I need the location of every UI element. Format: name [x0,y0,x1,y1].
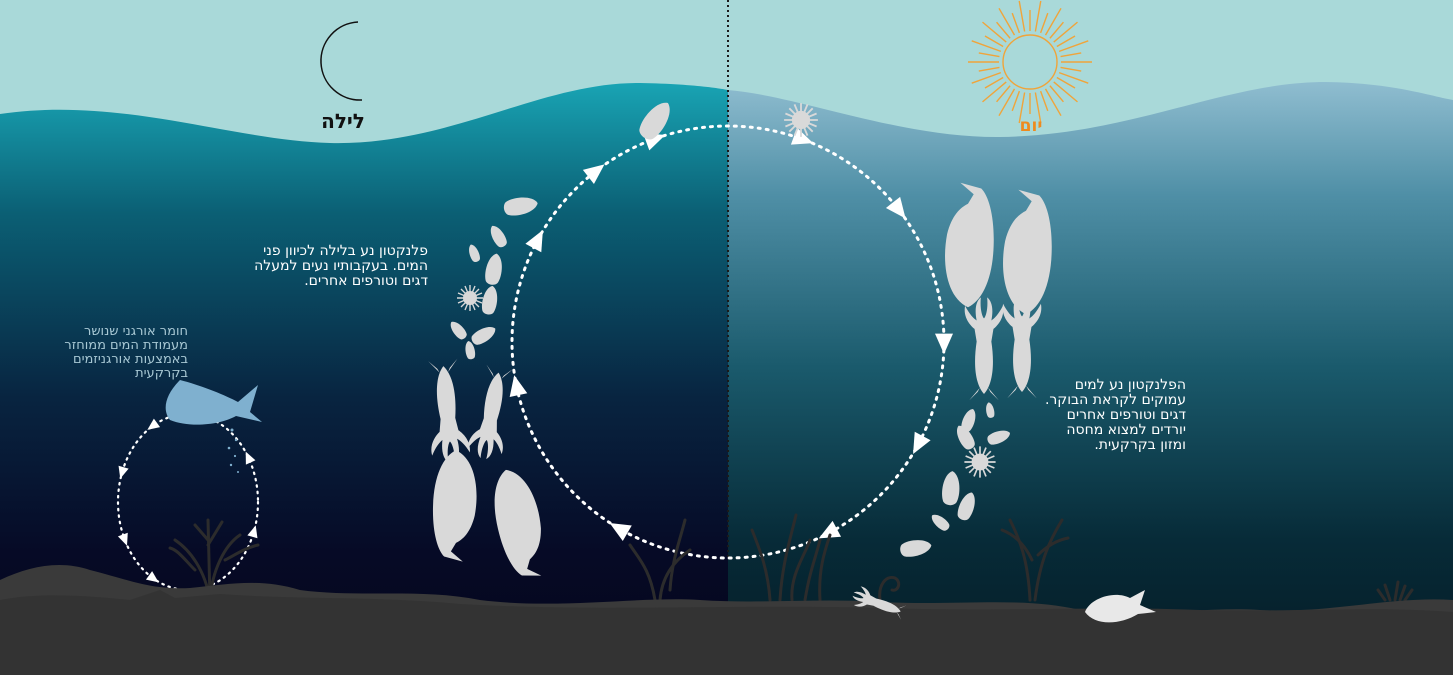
day-title: יום [1001,116,1061,136]
recycling-description: חומר אורגני שנושר מעמודת המים ממוחזר באמ… [16,325,188,381]
day-description: הפלנקטון נע למים עמוקים לקראת הבוקר. דגי… [1020,378,1186,453]
night-title: לילה [308,109,378,133]
day-water [728,60,1453,675]
night-description: פלנקטון נע בלילה לכיוון פני המים. בעקבות… [190,244,428,289]
